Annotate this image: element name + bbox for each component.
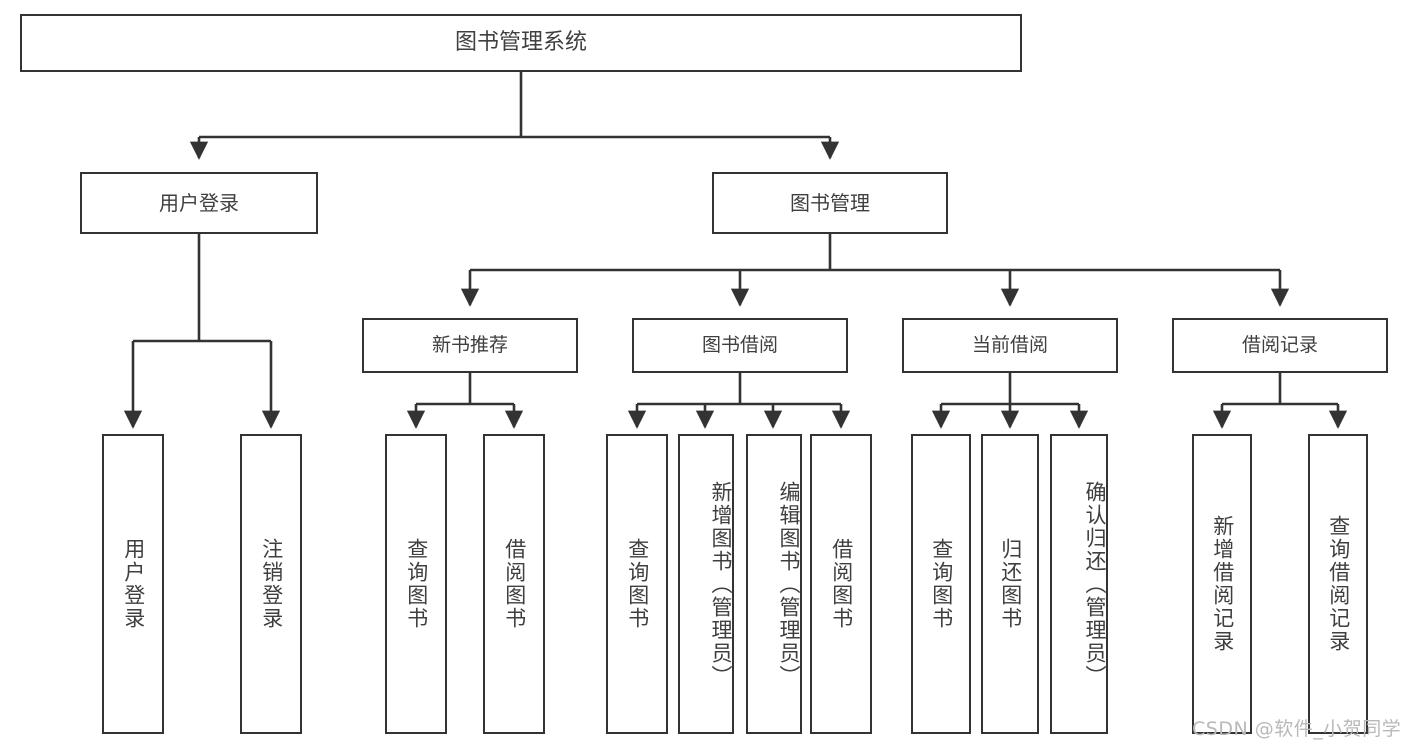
- node-leaf-confirm-return-admin[interactable]: 确认归还（管理员）: [1050, 434, 1108, 734]
- node-leaf-borrow-book-borrow[interactable]: 借阅图书: [810, 434, 872, 734]
- node-leaf-add-borrow-record[interactable]: 新增借阅记录: [1192, 434, 1252, 734]
- watermark-credit: CSDN @软件_小贺同学: [1192, 718, 1402, 740]
- node-user-login[interactable]: 用户登录: [80, 172, 318, 234]
- node-leaf-add-book-admin[interactable]: 新增图书（管理员）: [678, 434, 734, 734]
- node-leaf-return-book[interactable]: 归还图书: [981, 434, 1039, 734]
- node-root-book-management-system[interactable]: 图书管理系统: [20, 14, 1022, 72]
- node-borrow-record[interactable]: 借阅记录: [1172, 318, 1388, 373]
- node-leaf-edit-book-admin[interactable]: 编辑图书（管理员）: [746, 434, 802, 734]
- node-current-borrow[interactable]: 当前借阅: [902, 318, 1118, 373]
- node-new-book-recommend[interactable]: 新书推荐: [362, 318, 578, 373]
- node-book-management[interactable]: 图书管理: [712, 172, 948, 234]
- node-leaf-user-login[interactable]: 用户登录: [102, 434, 164, 734]
- node-leaf-query-book-borrow[interactable]: 查询图书: [606, 434, 668, 734]
- node-leaf-logout[interactable]: 注销登录: [240, 434, 302, 734]
- node-leaf-query-book-current[interactable]: 查询图书: [911, 434, 971, 734]
- node-leaf-query-borrow-record[interactable]: 查询借阅记录: [1308, 434, 1368, 734]
- node-leaf-query-book-recommend[interactable]: 查询图书: [385, 434, 447, 734]
- node-leaf-borrow-book-recommend[interactable]: 借阅图书: [483, 434, 545, 734]
- node-book-borrow[interactable]: 图书借阅: [632, 318, 848, 373]
